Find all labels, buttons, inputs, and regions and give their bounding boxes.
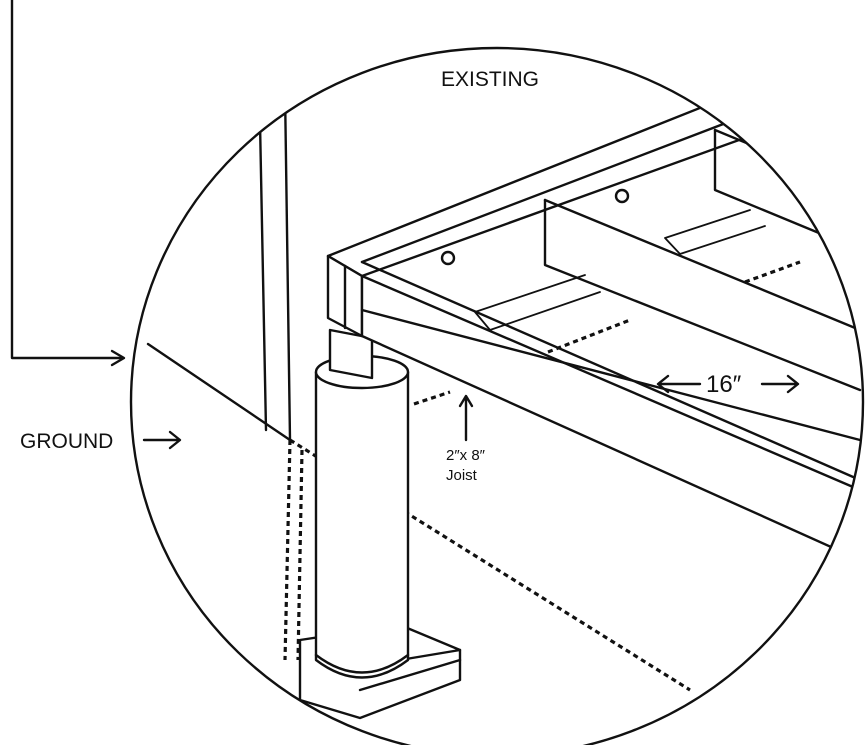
concrete-pier bbox=[314, 370, 410, 679]
blocking-2 bbox=[664, 209, 766, 255]
joist-size-label: 2″x 8″ bbox=[446, 447, 486, 464]
side-joist-mid-line bbox=[360, 308, 862, 442]
side-joist bbox=[360, 274, 862, 562]
detail-circle bbox=[129, 46, 865, 745]
joist-2-top bbox=[713, 128, 862, 192]
hidden-joist-dash-3 bbox=[413, 390, 451, 406]
footing-top-edge bbox=[398, 648, 462, 662]
existing-label: EXISTING bbox=[441, 68, 539, 91]
ground-arrow bbox=[142, 430, 182, 450]
hidden-joist-dash-2 bbox=[744, 260, 801, 284]
hidden-joist-dash-1 bbox=[547, 318, 631, 354]
joist-name-label: Joist bbox=[446, 467, 478, 484]
side-joist-top-line bbox=[360, 260, 862, 482]
below-grade-line-1 bbox=[289, 438, 691, 692]
spacing-label: 16″ bbox=[706, 371, 742, 398]
spacing-arrow-left bbox=[656, 374, 702, 394]
pier-bottom-curve bbox=[314, 653, 410, 674]
wall-edge-2 bbox=[282, 48, 292, 442]
magnified-detail: 16″ bbox=[146, 48, 862, 720]
below-grade-line-2 bbox=[283, 439, 292, 661]
footing-front-edge bbox=[358, 658, 462, 692]
ground-line bbox=[146, 342, 292, 442]
wall-edge-1 bbox=[256, 48, 268, 432]
joist-2 bbox=[713, 128, 862, 252]
bolt-hole-1 bbox=[440, 250, 456, 266]
blocking-1 bbox=[474, 274, 601, 331]
ground-label: GROUND bbox=[20, 430, 113, 453]
existing-leader-arrowhead bbox=[110, 349, 126, 367]
joist-1-top bbox=[543, 198, 862, 332]
joist-pointer-arrow bbox=[458, 394, 474, 442]
spacing-arrow-right bbox=[760, 374, 800, 394]
post-block bbox=[328, 328, 374, 380]
joist-1 bbox=[543, 198, 862, 392]
bolt-hole-2 bbox=[614, 188, 630, 204]
below-grade-line-3 bbox=[296, 449, 304, 661]
existing-leader-line bbox=[10, 0, 124, 360]
